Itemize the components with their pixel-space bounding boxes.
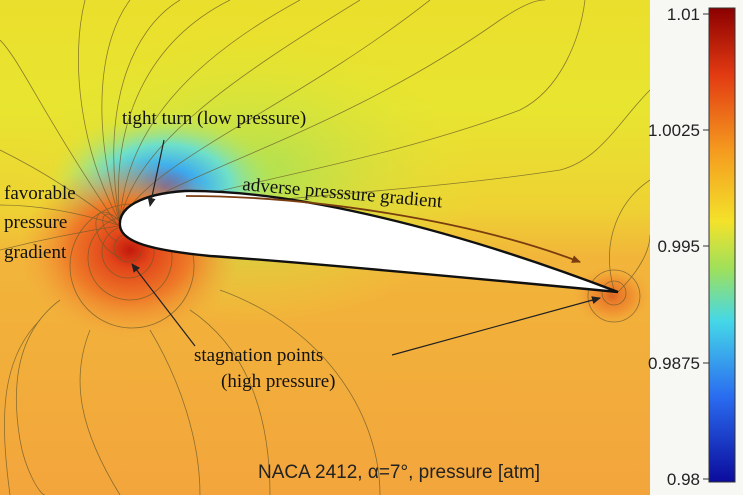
colorbar-tick-1: 1.01 bbox=[667, 5, 700, 24]
colorbar-tick-4: 0.9875 bbox=[648, 354, 700, 373]
stagnation-label-line1: stagnation points bbox=[194, 345, 323, 366]
stagnation-arrow-leading bbox=[131, 263, 196, 347]
tight-turn-arrow bbox=[147, 139, 165, 207]
favorable-label-line1: favorable bbox=[4, 183, 76, 204]
figure-caption: NACA 2412, α=7°, pressure [atm] bbox=[258, 462, 540, 483]
adverse-gradient-arrow bbox=[185, 195, 581, 263]
stagnation-arrow-trailing bbox=[391, 296, 601, 356]
colorbar-tick-marks bbox=[703, 13, 709, 480]
colorbar-tick-2: 1.0025 bbox=[648, 121, 700, 140]
stagnation-label-line2: (high pressure) bbox=[221, 371, 336, 392]
colorbar bbox=[708, 7, 736, 483]
favorable-label-line2: pressure bbox=[4, 212, 67, 233]
tight-turn-label: tight turn (low pressure) bbox=[122, 108, 306, 129]
airfoil-shape bbox=[118, 189, 619, 294]
isobar-contours bbox=[0, 0, 651, 495]
colorbar-tick-3: 0.995 bbox=[657, 237, 700, 256]
colorbar-tick-5: 0.98 bbox=[667, 470, 700, 489]
favorable-label-line3: gradient bbox=[4, 242, 67, 263]
